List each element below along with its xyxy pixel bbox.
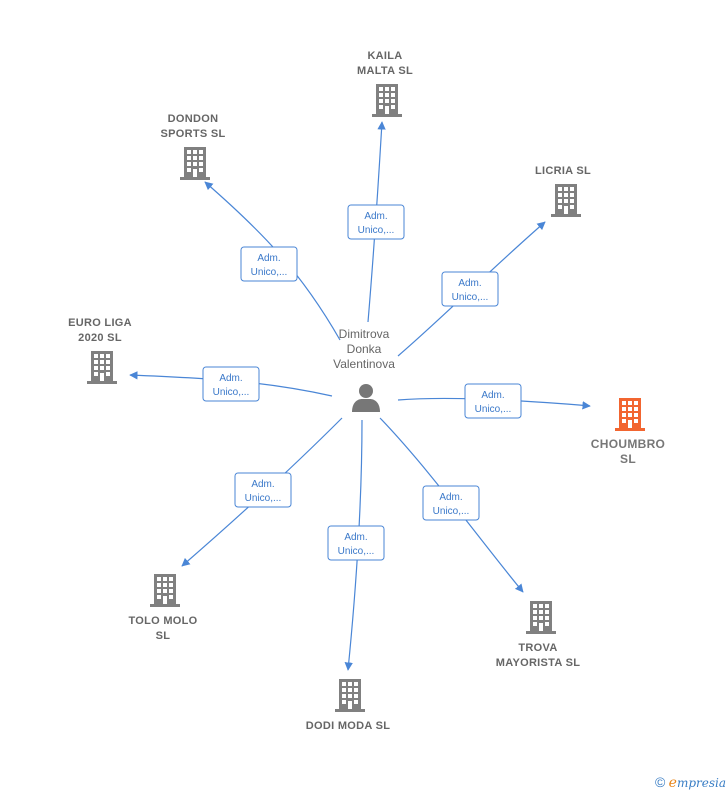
person-name-line2: Donka	[347, 342, 382, 356]
building-icon	[526, 601, 556, 634]
company-euroliga[interactable]: EURO LIGA 2020 SL	[68, 317, 132, 384]
copyright-symbol: ©	[654, 774, 666, 790]
person-name-line3: Valentinova	[333, 357, 395, 371]
edge-label-trova[interactable]: Adm. Unico,...	[422, 485, 480, 521]
edge-label-line1: Adm.	[251, 479, 274, 490]
company-tolomolo[interactable]: TOLO MOLO SL	[128, 574, 197, 642]
edge-label-line2: Unico,...	[213, 387, 250, 398]
company-label-line2: 2020 SL	[78, 332, 122, 344]
company-label-line2: SL	[156, 630, 171, 642]
edge-label-line2: Unico,...	[433, 506, 470, 517]
edge-labels: Adm. Unico,... Adm. Unico,... Adm. Unico…	[202, 204, 522, 561]
company-trova[interactable]: TROVA MAYORISTA SL	[496, 601, 580, 669]
edge-label-line1: Adm.	[219, 373, 242, 384]
company-label-line1: LICRIA SL	[535, 165, 591, 177]
building-icon	[335, 679, 365, 712]
company-label-line2: MALTA SL	[357, 65, 413, 77]
edge-label-line1: Adm.	[257, 253, 280, 264]
edge-label-licria[interactable]: Adm. Unico,...	[441, 271, 499, 307]
company-dodimoda[interactable]: DODI MODA SL	[306, 679, 390, 732]
brand-initial: e	[668, 775, 677, 791]
company-licria[interactable]: LICRIA SL	[535, 165, 591, 217]
brand-footer: © empresia	[655, 774, 726, 791]
edge-label-line2: Unico,...	[358, 225, 395, 236]
edge-label-line1: Adm.	[439, 492, 462, 503]
edge-label-line2: Unico,...	[475, 404, 512, 415]
company-label-line1: CHOUMBRO	[591, 437, 665, 451]
company-label-line1: EURO LIGA	[68, 317, 132, 329]
company-label-line1: DONDON	[168, 113, 219, 125]
building-icon-highlight	[615, 398, 645, 431]
building-icon	[372, 84, 402, 117]
company-label-line1: DODI MODA SL	[306, 720, 390, 732]
edge-label-line2: Unico,...	[452, 292, 489, 303]
edge-label-line2: Unico,...	[338, 546, 375, 557]
edge-label-line1: Adm.	[344, 532, 367, 543]
person-icon	[352, 384, 380, 412]
building-icon	[150, 574, 180, 607]
building-icon	[87, 351, 117, 384]
company-label-line2: MAYORISTA SL	[496, 657, 580, 669]
edge-label-euroliga[interactable]: Adm. Unico,...	[202, 366, 260, 402]
edge-label-dodimoda[interactable]: Adm. Unico,...	[327, 525, 385, 561]
edge-label-dondon[interactable]: Adm. Unico,...	[240, 246, 298, 282]
company-label-line1: TROVA	[518, 642, 557, 654]
company-kaila[interactable]: KAILA MALTA SL	[357, 50, 413, 117]
edge-label-kaila[interactable]: Adm. Unico,...	[347, 204, 405, 240]
person-node[interactable]: Dimitrova Donka Valentinova	[333, 327, 395, 412]
edge-label-line1: Adm.	[364, 211, 387, 222]
edge-label-line1: Adm.	[458, 278, 481, 289]
company-choumbro[interactable]: CHOUMBRO SL	[591, 398, 665, 466]
edge-label-line2: Unico,...	[245, 493, 282, 504]
company-dondon[interactable]: DONDON SPORTS SL	[160, 113, 225, 180]
edge-label-line1: Adm.	[481, 390, 504, 401]
company-label-line2: SPORTS SL	[160, 128, 225, 140]
person-name-line1: Dimitrova	[339, 327, 390, 341]
edge-label-tolomolo[interactable]: Adm. Unico,...	[234, 472, 292, 508]
company-label-line2: SL	[620, 452, 636, 466]
building-icon	[180, 147, 210, 180]
edge-label-line2: Unico,...	[251, 267, 288, 278]
building-icon	[551, 184, 581, 217]
company-label-line1: KAILA	[367, 50, 402, 62]
edge-label-choumbro[interactable]: Adm. Unico,...	[464, 383, 522, 419]
company-label-line1: TOLO MOLO	[128, 615, 197, 627]
brand-name: mpresia	[676, 776, 726, 790]
